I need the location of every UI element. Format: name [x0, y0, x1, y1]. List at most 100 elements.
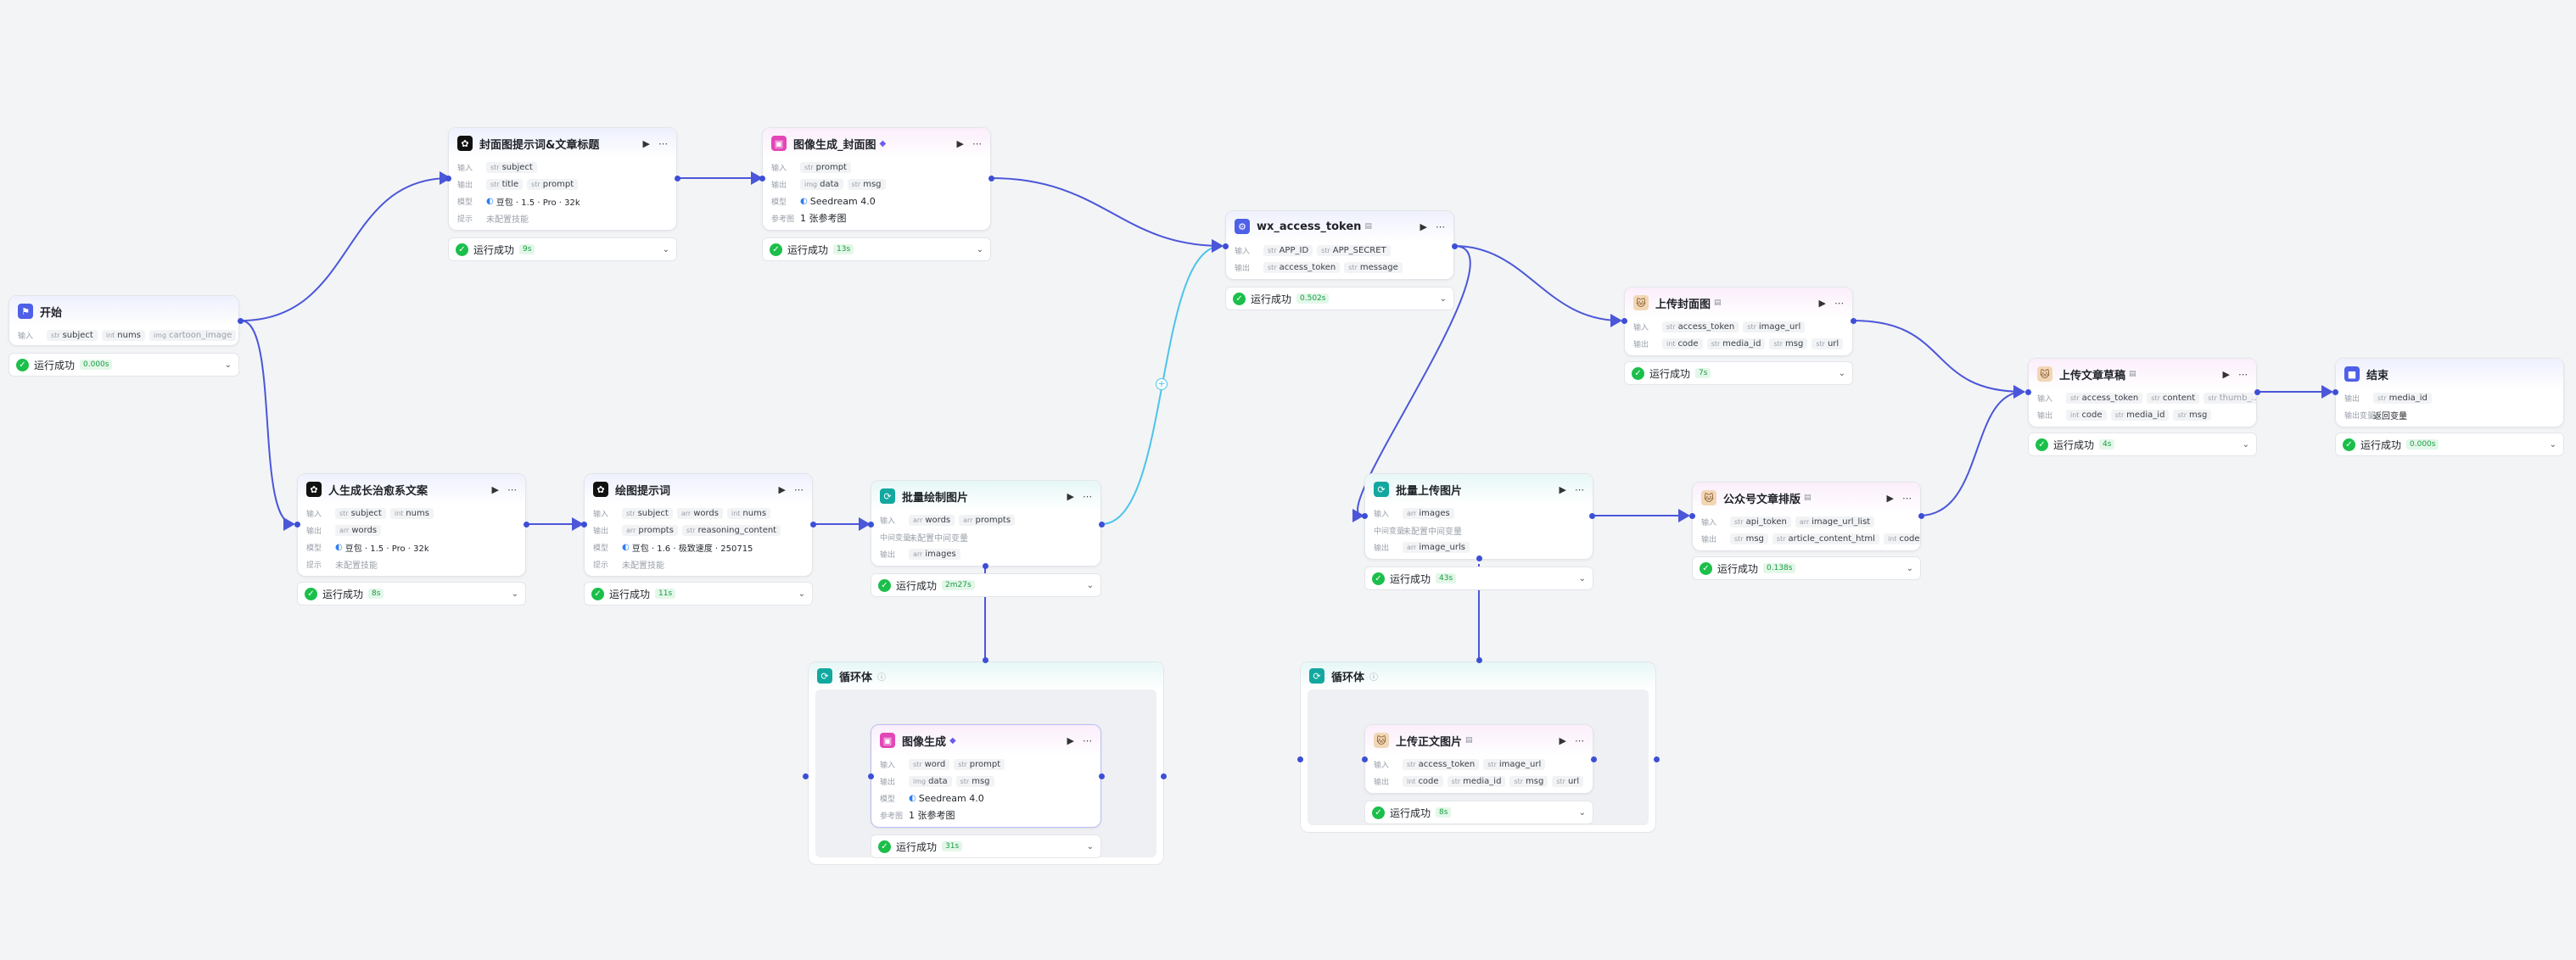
chevron-down-icon[interactable]: ⌄ [511, 589, 518, 599]
more-icon[interactable]: ⋯ [1902, 492, 1912, 504]
add-node-button[interactable]: + [1156, 378, 1168, 390]
run-icon[interactable]: ▶ [642, 137, 650, 149]
more-icon[interactable]: ⋯ [658, 137, 668, 149]
port-dot[interactable] [1476, 657, 1482, 663]
more-icon[interactable]: ⋯ [1436, 220, 1445, 232]
chevron-down-icon[interactable]: ⌄ [1578, 573, 1586, 583]
chevron-down-icon[interactable]: ⌄ [1578, 807, 1586, 818]
port-dot[interactable] [1362, 756, 1368, 762]
chevron-down-icon[interactable]: ⌄ [1086, 580, 1094, 590]
chevron-down-icon[interactable]: ⌄ [2549, 439, 2556, 449]
port-dot[interactable] [983, 657, 988, 663]
port-dot[interactable] [675, 176, 680, 181]
more-icon[interactable]: ⋯ [507, 483, 517, 495]
port-dot[interactable] [1654, 756, 1660, 762]
port-dot[interactable] [1591, 756, 1597, 762]
run-icon[interactable]: ▶ [1067, 734, 1074, 746]
run-icon[interactable]: ▶ [1818, 297, 1826, 309]
port-dot[interactable] [1621, 318, 1627, 324]
port-dot[interactable] [1099, 773, 1105, 779]
chevron-down-icon[interactable]: ⌄ [1906, 563, 1913, 573]
more-icon[interactable]: ⋯ [1834, 297, 1844, 309]
more-icon[interactable]: ⋯ [2238, 368, 2248, 380]
port-dot[interactable] [1476, 555, 1482, 561]
chevron-down-icon[interactable]: ⌄ [1439, 293, 1447, 304]
info-icon[interactable]: ⓘ [1369, 673, 1379, 683]
port-dot[interactable] [1689, 513, 1695, 519]
run-icon[interactable]: ▶ [778, 483, 786, 495]
port-dot[interactable] [1589, 513, 1595, 519]
port-dot[interactable] [1297, 756, 1303, 762]
port-dot[interactable] [810, 522, 816, 527]
port-dot[interactable] [2025, 389, 2031, 395]
info-icon[interactable]: ⓘ [877, 673, 887, 683]
run-icon[interactable]: ▶ [1559, 483, 1566, 495]
port-dot[interactable] [294, 522, 300, 527]
port-dot[interactable] [1161, 773, 1167, 779]
port-dot[interactable] [1851, 318, 1856, 324]
run-icon[interactable]: ▶ [1420, 220, 1427, 232]
chevron-down-icon[interactable]: ⌄ [1838, 368, 1845, 378]
more-icon[interactable]: ⋯ [1575, 734, 1584, 746]
port-dot[interactable] [1918, 513, 1924, 519]
run-icon[interactable]: ▶ [491, 483, 499, 495]
port-dot[interactable] [1099, 522, 1105, 527]
port-dot[interactable] [581, 522, 587, 527]
more-icon[interactable]: ⋯ [972, 137, 982, 149]
chevron-down-icon[interactable]: ⌄ [798, 589, 805, 599]
chevron-down-icon[interactable]: ⌄ [224, 360, 232, 370]
port-dot[interactable] [803, 773, 809, 779]
port-dot[interactable] [988, 176, 994, 181]
run-icon[interactable]: ▶ [956, 137, 964, 149]
run-icon[interactable]: ▶ [1067, 490, 1074, 502]
more-icon[interactable]: ⋯ [1083, 734, 1092, 746]
more-icon[interactable]: ⋯ [794, 483, 804, 495]
port-dot[interactable] [445, 176, 451, 181]
port-dot[interactable] [759, 176, 765, 181]
port-dot[interactable] [868, 773, 874, 779]
port-dot[interactable] [238, 318, 244, 324]
port-dot[interactable] [2254, 389, 2260, 395]
chevron-down-icon[interactable]: ⌄ [2242, 439, 2249, 449]
chevron-down-icon[interactable]: ⌄ [662, 244, 669, 254]
chevron-down-icon[interactable]: ⌄ [976, 244, 983, 254]
port-dot[interactable] [524, 522, 529, 527]
port-dot[interactable] [1362, 513, 1368, 519]
more-icon[interactable]: ⋯ [1575, 483, 1584, 495]
run-icon[interactable]: ▶ [1886, 492, 1894, 504]
run-icon[interactable]: ▶ [1559, 734, 1566, 746]
chevron-down-icon[interactable]: ⌄ [1086, 841, 1094, 851]
port-dot[interactable] [983, 563, 988, 569]
port-dot[interactable] [1223, 243, 1229, 249]
